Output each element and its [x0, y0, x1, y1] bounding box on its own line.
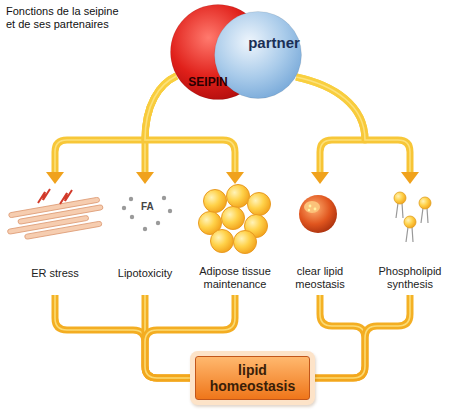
fa-dot: [143, 227, 147, 231]
adipocyte: [204, 190, 227, 213]
function-item: Adipose tissue maintenance: [190, 185, 280, 295]
adipocyte: [222, 207, 245, 230]
connector-highlight: [310, 295, 410, 378]
lipid-dot: [308, 209, 310, 211]
function-item: ER stress: [10, 185, 100, 295]
connector-line: [310, 295, 410, 378]
diagram-title: Fonctions de la seipine et de ses parten…: [6, 5, 124, 31]
node-label: Lipotoxicity: [100, 267, 190, 280]
arrow-head: [226, 172, 244, 184]
lipid-head: [404, 216, 416, 228]
fa-dot: [162, 196, 166, 200]
connector-highlight: [296, 77, 410, 173]
connector-line: [145, 295, 195, 378]
lipid-head: [419, 197, 431, 209]
adipocyte-cluster: [199, 185, 271, 254]
node-label: partner: [238, 34, 310, 52]
node-label: clear lipid meostasis: [280, 265, 360, 291]
lipid-dot: [314, 208, 317, 211]
flow-connector: [296, 77, 365, 184]
stress-mark: [60, 190, 72, 204]
arrow-head: [401, 172, 419, 184]
flow-connector: [296, 77, 419, 184]
circle-fill: [215, 12, 302, 99]
fatty-acid-dots: [122, 196, 172, 231]
lipid-head: [394, 192, 406, 204]
lipid-dot: [309, 205, 312, 208]
er-membrane-illustration: [4, 197, 106, 243]
arrow-head: [46, 172, 64, 184]
flow-connector: [145, 295, 195, 378]
node-label: lipid homeostasis: [200, 362, 305, 395]
fa-dot: [156, 221, 160, 225]
fa-dot: [168, 209, 172, 213]
adipocyte: [227, 185, 250, 208]
nucleus: [299, 195, 337, 233]
flow-connector: [55, 295, 195, 378]
function-item: Phospholipid synthesis: [372, 185, 448, 295]
function-item: clear lipid meostasis: [280, 185, 360, 295]
connector-highlight: [310, 295, 365, 378]
arrow-head: [311, 172, 329, 184]
fa-dot: [130, 215, 134, 219]
fa-dot: [129, 197, 133, 201]
connector-line: [296, 77, 410, 173]
membrane-strand: [24, 221, 102, 239]
adipocyte: [211, 230, 234, 253]
arrow-head: [136, 172, 154, 184]
adipocyte: [248, 193, 271, 216]
node-label: ER stress: [10, 267, 100, 280]
nucleus-opening: [304, 201, 320, 213]
connector-line: [310, 295, 365, 378]
node-label: SEIPIN: [178, 75, 238, 89]
flow-connector: [310, 295, 365, 378]
connector-highlight: [145, 295, 195, 378]
phospholipid-illustration: [394, 192, 431, 242]
fa-dot: [122, 206, 126, 210]
flow-connector: [310, 295, 410, 378]
stress-mark: [38, 189, 50, 203]
illustration-label: FA: [141, 201, 154, 213]
nucleus-illustration: [299, 195, 337, 233]
connector-line: [55, 295, 195, 378]
node-label: Phospholipid synthesis: [372, 265, 448, 291]
result-box: lipid homeostasis: [195, 356, 310, 400]
adipocyte: [234, 231, 257, 254]
node-label: Adipose tissue maintenance: [190, 265, 280, 291]
connector-highlight: [55, 295, 195, 378]
